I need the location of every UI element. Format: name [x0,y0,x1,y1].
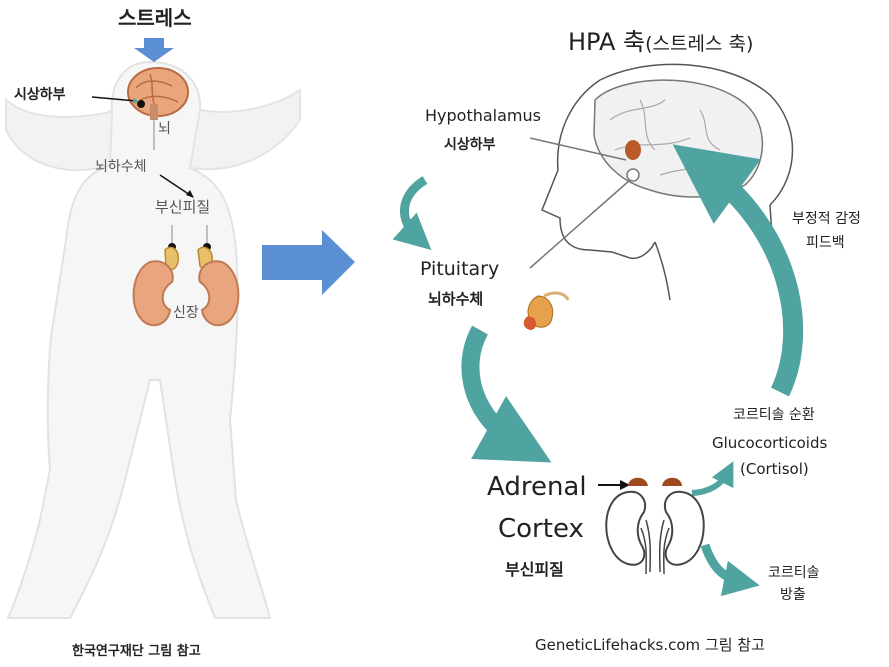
adrenal-en-label-2: Cortex [498,514,584,544]
glucocorticoids-label: Glucocorticoids [712,434,828,452]
release-label-1: 코르티솔 [768,565,820,581]
adrenal-en-label-1: Adrenal [487,472,587,502]
right-kidneys [598,477,705,575]
person-silhouette [5,60,301,619]
transition-arrow [262,230,355,295]
teal-arrow-circulation [691,461,734,496]
right-credit: GeneticLifehacks.com 그림 참고 [535,636,765,654]
stress-title: 스트레스 [118,6,192,30]
hpa-title-sub: (스트레스 축) [645,33,754,55]
left-hypothalamus-label: 시상하부 [14,87,66,103]
teal-arrow-pituitary-to-adrenal [461,325,552,463]
release-label-2: 방출 [780,587,806,603]
pituitary-en-label: Pituitary [420,258,500,280]
cortisol-label: (Cortisol) [740,460,809,478]
teal-arrow-feedback [672,144,804,397]
pituitary-ko-label: 뇌하수체 [428,290,484,308]
feedback-label-2: 피드백 [806,235,845,251]
left-adrenal-label: 부신피질 [155,198,211,216]
hypothalamus-dot [137,100,145,108]
left-brain-label: 뇌 [158,121,171,137]
hpa-title: HPA 축(스트레스 축) [568,30,753,54]
teal-arrow-release [700,543,760,597]
pituitary-gland-icon [523,291,570,330]
left-pituitary-label: 뇌하수체 [95,159,147,175]
adrenal-ko-label: 부신피질 [505,560,564,579]
hypothalamus-en-label: Hypothalamus [425,106,541,125]
stress-down-arrow [134,38,174,62]
feedback-label-1: 부정적 감정 [792,211,861,227]
teal-arrow-hypothalamus-to-pituitary [392,176,432,251]
left-credit: 한국연구재단 그림 참고 [72,644,201,659]
circulation-ko-label: 코르티솔 순환 [733,407,815,423]
left-kidneys [132,225,240,327]
head-brain-illustration [541,63,794,301]
hpa-title-main: HPA 축 [568,28,646,56]
left-kidney-label: 신장 [173,305,199,321]
hypothalamus-ko-label: 시상하부 [444,137,496,153]
